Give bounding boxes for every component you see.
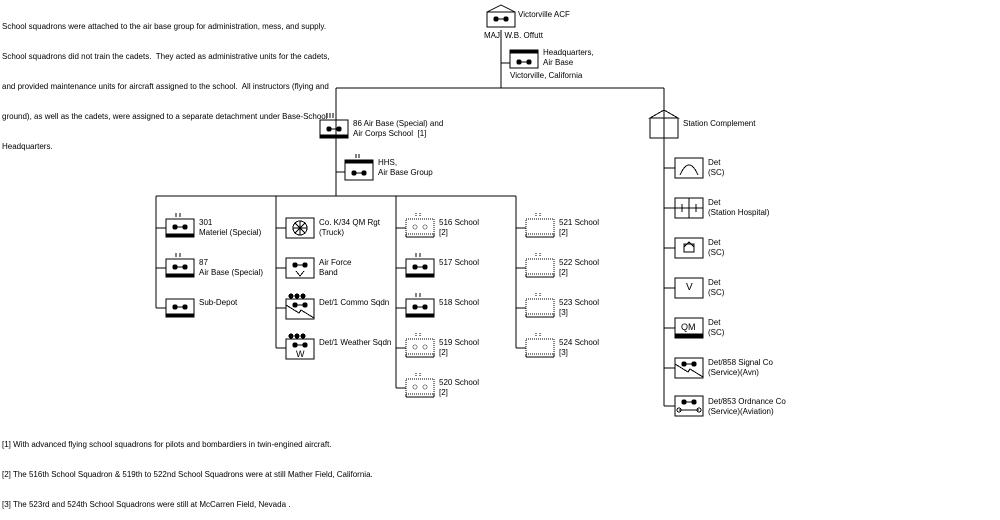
unit-label: 524 School (559, 338, 600, 347)
unit-label: (Station Hospital) (708, 208, 770, 217)
acf-label: Victorville ACF (518, 10, 570, 19)
hhs-label-1: HHS, (378, 158, 398, 167)
commander-label: MAJ W.B. Offutt (484, 31, 543, 40)
unit-label: 519 School (439, 338, 480, 347)
unit-label: Air Force (319, 258, 352, 267)
col5-symbols (674, 157, 704, 417)
unit-label: Det (708, 198, 721, 207)
station-symbol (648, 109, 680, 139)
unit-label: 518 School (439, 298, 480, 307)
unit-label: [2] (439, 348, 448, 357)
unit-label: Det (708, 318, 721, 327)
unit-label: (SC) (708, 168, 725, 177)
unit-label: Band (319, 268, 338, 277)
unit-label: [2] (439, 388, 448, 397)
unit-label: Det/853 Ordnance Co (708, 397, 786, 406)
unit-label: (Truck) (319, 228, 345, 237)
unit-label: 87 (199, 258, 208, 267)
group-symbol (319, 113, 349, 139)
unit-label: 522 School (559, 258, 600, 267)
intro-line: School squadrons did not train the cadet… (2, 52, 330, 61)
qm-symbol-text: QM (681, 322, 696, 332)
weather-w-symbol-text: W (296, 349, 305, 359)
org-chart-lines (155, 4, 704, 417)
intro-line: Headquarters. (2, 142, 53, 151)
intro-line: School squadrons were attached to the ai… (2, 22, 327, 31)
unit-label: 516 School (439, 218, 480, 227)
unit-label: [2] (439, 228, 448, 237)
hhs-symbol (344, 154, 374, 181)
hq-label-1: Headquarters, (543, 48, 594, 57)
unit-label: 521 School (559, 218, 600, 227)
hq-label-2: Air Base (543, 58, 574, 67)
unit-label: 517 School (439, 258, 480, 267)
hq-location: Victorville, California (510, 71, 583, 80)
unit-label: Co. K/34 QM Rgt (319, 218, 380, 227)
group-label-1: 86 Air Base (Special) and (353, 119, 444, 128)
unit-label: Air Base (Special) (199, 268, 264, 277)
col4-symbols (525, 213, 555, 358)
intro-line: and provided maintenance units for aircr… (2, 82, 329, 91)
unit-label: Det/1 Weather Sqdn (319, 338, 392, 347)
unit-label: (SC) (708, 288, 725, 297)
unit-label: [2] (559, 268, 568, 277)
intro-line: ground), as well as the cadets, were ass… (2, 112, 328, 121)
unit-label: 301 (199, 218, 213, 227)
unit-label: Sub-Depot (199, 298, 238, 307)
unit-label: (SC) (708, 328, 725, 337)
station-label: Station Complement (683, 119, 756, 128)
unit-label: Det (708, 158, 721, 167)
hq-symbol (509, 49, 539, 69)
unit-label: (Service)(Aviation) (708, 407, 774, 416)
unit-label: Det/1 Commo Sqdn (319, 298, 390, 307)
unit-label: 520 School (439, 378, 480, 387)
group-label-2: Air Corps School [1] (353, 129, 427, 138)
signal-v-symbol-text: V (686, 282, 693, 293)
unit-label: Det/858 Signal Co (708, 358, 773, 367)
acf-symbol (486, 4, 516, 28)
unit-label: [3] (559, 348, 568, 357)
hhs-label-2: Air Base Group (378, 168, 433, 177)
unit-label: (Service)(Avn) (708, 368, 759, 377)
footnote: [1] With advanced flying school squadron… (2, 440, 332, 449)
footnote: [3] The 523rd and 524th School Squadrons… (2, 500, 291, 509)
col2-symbols (285, 217, 315, 360)
unit-label: Det (708, 238, 721, 247)
col1-symbols (165, 213, 195, 318)
unit-label: 523 School (559, 298, 600, 307)
intro-text: School squadrons were attached to the ai… (2, 2, 330, 162)
unit-label: Det (708, 278, 721, 287)
unit-label: (SC) (708, 248, 725, 257)
unit-label: [3] (559, 308, 568, 317)
unit-label: [2] (559, 228, 568, 237)
footnote: [2] The 516th School Squadron & 519th to… (2, 470, 373, 479)
unit-label: Materiel (Special) (199, 228, 262, 237)
col3-symbols (405, 213, 435, 398)
